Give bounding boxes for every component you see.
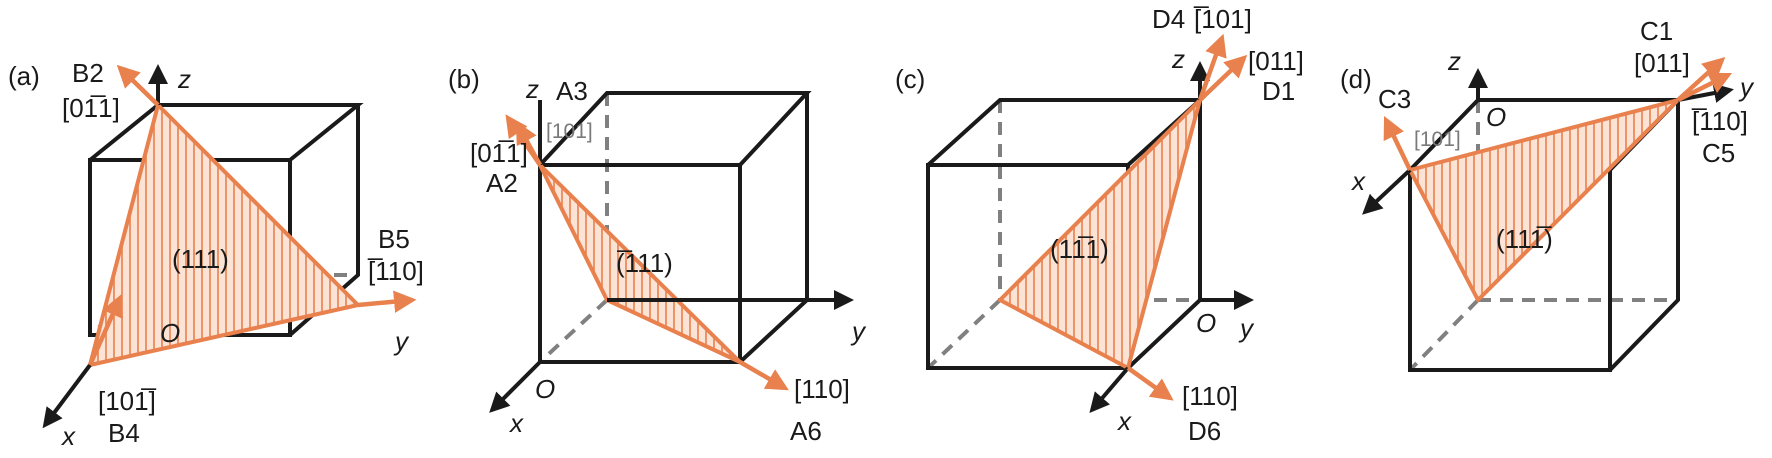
panel-d: (d) z y x O C1 [011] C3 [101] [̅110] C5 … (1340, 16, 1755, 372)
vector-D1 (1198, 54, 1248, 102)
y-axis-label: y (393, 326, 410, 356)
vector-name-A6: A6 (790, 416, 822, 446)
vector-name-B4: B4 (108, 418, 140, 448)
plane-label: (111) (172, 244, 229, 274)
vector-dir-D6: [110] (1182, 381, 1238, 411)
z-axis-label: z (1171, 44, 1185, 74)
vector-dir-C1: [011] (1634, 48, 1690, 78)
origin-label: O (160, 318, 180, 348)
panel-tag: (a) (8, 61, 40, 91)
vector-name-D4: D4 (1152, 4, 1185, 34)
vector-name-B5: B5 (378, 224, 410, 254)
z-axis-label: z (525, 74, 539, 104)
z-axis-label: z (1447, 46, 1461, 76)
x-axis-label: x (508, 408, 524, 438)
vector-dir-D1: [011] (1248, 46, 1304, 76)
slip-plane (998, 98, 1202, 370)
vector-dir-B5: [̅110] (367, 256, 424, 286)
plane-label: (̅111) (616, 248, 673, 278)
vector-name-B2: B2 (72, 58, 104, 88)
panel-tag: (c) (895, 64, 925, 94)
vector-B4 (87, 293, 123, 366)
slip-plane (538, 163, 742, 364)
x-axis-label: x (1350, 166, 1366, 196)
vector-name-D1: D1 (1262, 76, 1295, 106)
plane-label: (111̅) (1496, 224, 1553, 254)
slip-plane (1408, 98, 1680, 302)
vector-D6 (1126, 366, 1174, 401)
vector-B5 (357, 290, 417, 313)
origin-label: O (1486, 102, 1506, 132)
vector-dir-A6: [110] (794, 374, 850, 404)
panel-c: (c) z y x O D4 [̅101] [011] D1 [110] D6 … (895, 4, 1304, 446)
vector-dir-A3: [101] (546, 120, 593, 143)
vector-name-A3: A3 (556, 76, 588, 106)
x-axis (1089, 366, 1130, 414)
vector-dir-C5: [̅110] (1691, 106, 1748, 136)
vector-C1 (1676, 56, 1726, 102)
vector-C5 (1676, 72, 1733, 103)
x-axis (1362, 168, 1412, 215)
vector-dir-B4: [101̅] (98, 386, 157, 416)
panel-b: (b) z y x O A3 [101] [01̅1] A2 [110] A6 … (448, 64, 867, 446)
x-axis-label: x (60, 421, 76, 451)
y-axis-label: y (1738, 72, 1755, 102)
vector-name-C5: C5 (1702, 138, 1735, 168)
slip-plane (88, 103, 360, 367)
plane-label: (11̅1) (1050, 234, 1109, 264)
x-axis (42, 363, 92, 429)
vector-dir-A2: [01̅1] (470, 138, 528, 168)
panel-a: (a) z y x O B2 [01̅1] B5 [̅110] [101̅] B… (8, 58, 424, 451)
z-axis-label: z (177, 64, 191, 94)
vector-dir-D4: [̅101] (1193, 4, 1252, 34)
x-axis (489, 360, 542, 413)
vector-name-C3: C3 (1378, 84, 1411, 114)
vector-A2 (515, 121, 542, 167)
vector-dir-B2: [01̅1] (62, 93, 120, 123)
vector-D4 (1197, 33, 1227, 101)
vector-A6 (738, 360, 789, 391)
y-axis-label: y (850, 316, 867, 346)
origin-label: O (1196, 308, 1216, 338)
vector-name-D6: D6 (1188, 416, 1221, 446)
vector-B2 (116, 64, 160, 107)
y-axis-label: y (1238, 313, 1255, 343)
x-axis-label: x (1116, 406, 1132, 436)
vector-name-A2: A2 (486, 168, 518, 198)
panel-tag: (d) (1340, 64, 1372, 94)
hidden-edges (538, 93, 609, 364)
panel-tag: (b) (448, 64, 480, 94)
vector-C3 (1383, 115, 1413, 171)
vector-name-C1: C1 (1640, 16, 1673, 46)
origin-label: O (535, 374, 555, 404)
vector-dir-C3: [101] (1414, 128, 1461, 151)
